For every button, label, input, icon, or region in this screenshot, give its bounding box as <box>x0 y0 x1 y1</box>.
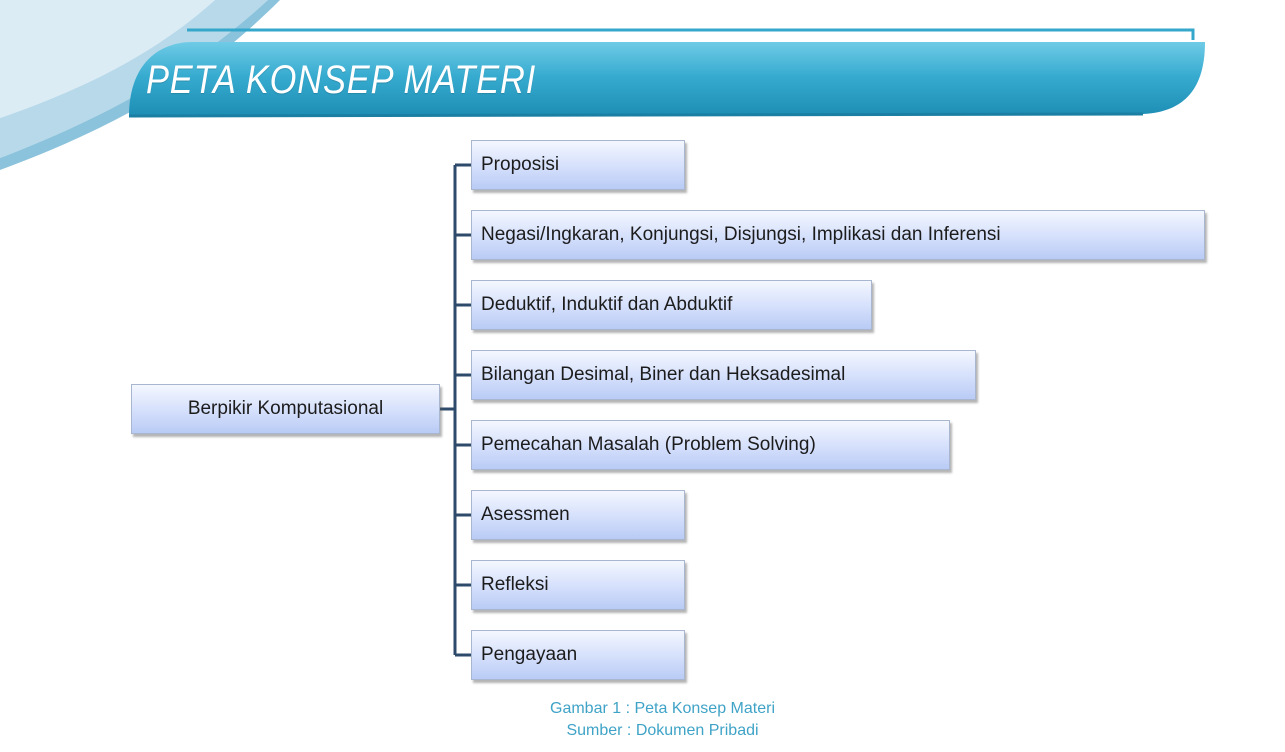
corner-decoration <box>0 0 280 170</box>
concept-node-label: Deduktif, Induktif dan Abduktif <box>481 294 733 315</box>
concept-node-label: Pengayaan <box>481 644 578 665</box>
concept-node-proposisi: Proposisi <box>471 140 685 190</box>
concept-node-label: Bilangan Desimal, Biner dan Heksadesimal <box>481 364 846 385</box>
concept-node-label: Refleksi <box>481 574 549 595</box>
caption-source: Sumber : Dokumen Pribadi <box>566 722 759 739</box>
concept-node-refleksi: Refleksi <box>471 560 685 610</box>
title-banner <box>128 28 1205 118</box>
caption-title: Gambar 1 : Peta Konsep Materi <box>550 700 775 717</box>
concept-node-pemecahan-masalah: Pemecahan Masalah (Problem Solving) <box>471 420 950 470</box>
root-node: Berpikir Komputasional <box>131 384 440 434</box>
concept-node-label: Negasi/Ingkaran, Konjungsi, Disjungsi, I… <box>481 224 1001 245</box>
concept-node-pengayaan: Pengayaan <box>471 630 685 680</box>
page-title: PETA KONSEP MATERI <box>146 58 537 102</box>
concept-node-label: Proposisi <box>481 154 560 175</box>
root-node-label: Berpikir Komputasional <box>187 398 384 419</box>
concept-node-label: Pemecahan Masalah (Problem Solving) <box>481 434 816 455</box>
concept-node-asessmen: Asessmen <box>471 490 685 540</box>
concept-node-deduktif: Deduktif, Induktif dan Abduktif <box>471 280 872 330</box>
figure-caption: Gambar 1 : Peta Konsep Materi Sumber : D… <box>0 698 1285 742</box>
concept-node-negasi: Negasi/Ingkaran, Konjungsi, Disjungsi, I… <box>471 210 1205 260</box>
concept-node-label: Asessmen <box>481 504 570 525</box>
concept-node-bilangan: Bilangan Desimal, Biner dan Heksadesimal <box>471 350 976 400</box>
